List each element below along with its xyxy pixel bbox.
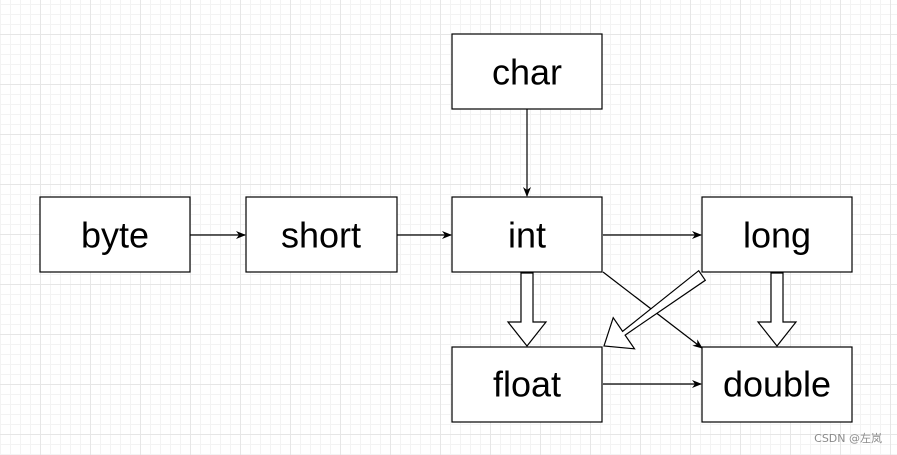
node-char-label: char xyxy=(492,52,562,93)
node-float-label: float xyxy=(493,364,561,405)
node-int-label: int xyxy=(508,215,546,256)
node-long: long xyxy=(701,196,853,273)
node-byte-label: byte xyxy=(81,215,149,256)
node-long-label: long xyxy=(743,215,811,256)
node-int: int xyxy=(451,196,603,273)
node-short-label: short xyxy=(281,215,361,256)
node-float: float xyxy=(451,346,603,423)
node-double-label: double xyxy=(723,364,831,405)
node-byte: byte xyxy=(39,196,191,273)
watermark: CSDN @左岚 xyxy=(814,432,882,445)
node-char: char xyxy=(451,33,603,110)
hollow-arrow-long-double xyxy=(756,272,798,347)
node-short: short xyxy=(245,196,398,273)
hollow-arrow-long-float xyxy=(603,269,707,350)
node-double: double xyxy=(701,346,853,423)
hollow-arrow-int-float xyxy=(506,272,548,347)
